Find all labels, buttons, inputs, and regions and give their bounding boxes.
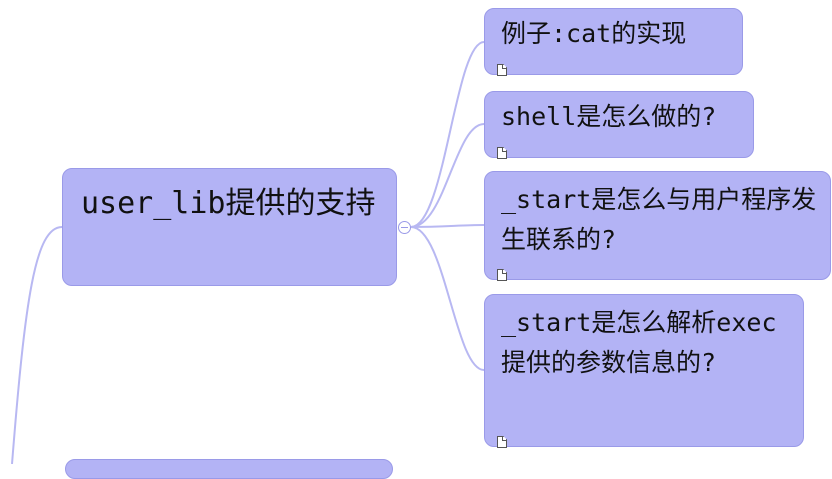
edge-parent-to-child-4 xyxy=(410,226,485,371)
node-label: _start是怎么解析exec提供的参数信息的? xyxy=(501,308,777,377)
note-icon[interactable] xyxy=(497,64,507,76)
note-icon[interactable] xyxy=(497,436,507,448)
edge-parent-to-child-2 xyxy=(410,123,485,228)
note-icon[interactable] xyxy=(497,147,507,159)
node-cat-example[interactable]: 例子:cat的实现 xyxy=(484,8,743,76)
edge-root-to-parent xyxy=(11,226,63,464)
node-label: user_lib提供的支持 xyxy=(81,186,376,221)
note-icon[interactable] xyxy=(497,269,507,281)
node-label: _start是怎么与用户程序发生联系的? xyxy=(501,185,817,254)
edge-parent-to-child-1 xyxy=(410,41,485,228)
edge-parent-to-child-3 xyxy=(410,224,485,228)
node-user-lib-support[interactable]: user_lib提供的支持 xyxy=(62,168,397,286)
node-next-topic-partial[interactable] xyxy=(65,459,393,479)
node-label: shell是怎么做的? xyxy=(501,102,717,131)
connector-lines xyxy=(11,41,485,464)
node-label: 例子:cat的实现 xyxy=(501,19,687,48)
collapse-toggle-icon[interactable] xyxy=(398,221,411,234)
node-start-link-user-program[interactable]: _start是怎么与用户程序发生联系的? xyxy=(484,171,831,281)
node-start-parse-exec-args[interactable]: _start是怎么解析exec提供的参数信息的? xyxy=(484,294,804,448)
node-shell-how[interactable]: shell是怎么做的? xyxy=(484,91,754,159)
